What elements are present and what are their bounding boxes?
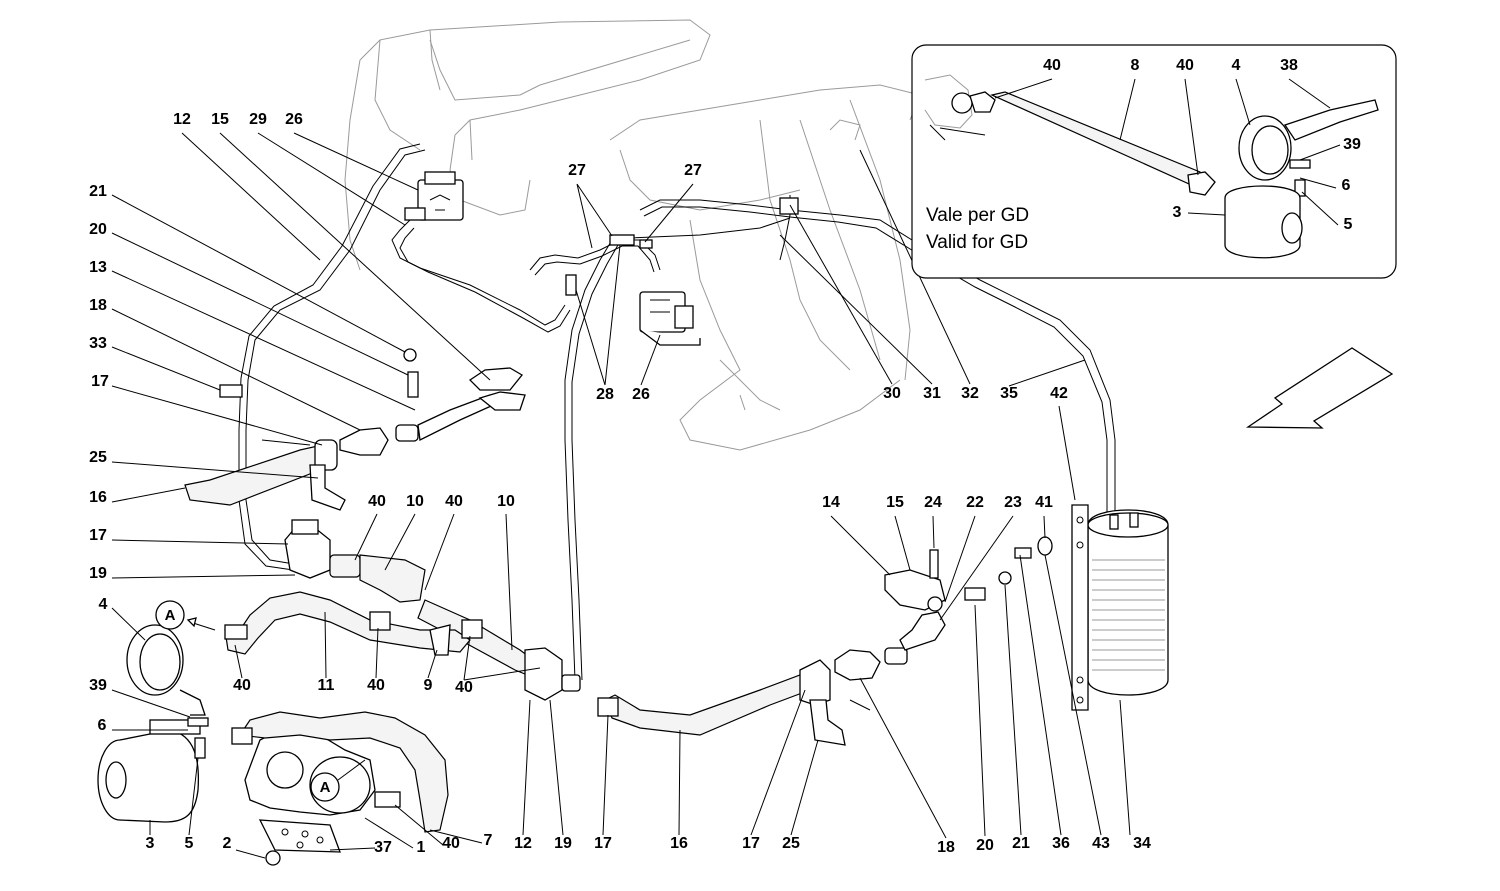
bracket-plates: [219, 348, 526, 411]
inset-note-italian: Vale per GD: [926, 205, 1029, 226]
callout-40: 40: [442, 835, 460, 852]
callout-40: 40: [1043, 57, 1061, 74]
callout-9: 9: [424, 677, 433, 694]
svg-text:A: A: [320, 779, 331, 796]
callout-18: 18: [937, 839, 955, 856]
callout-3: 3: [146, 835, 155, 852]
air-filter-canister-small: [97, 719, 201, 823]
callout-27: 27: [568, 162, 586, 179]
callout-31: 31: [923, 385, 941, 402]
callout-17: 17: [742, 835, 760, 852]
callout-20: 20: [976, 837, 994, 854]
callout-10: 10: [406, 493, 424, 510]
front-direction-arrow: [1245, 347, 1394, 429]
callout-42: 42: [1050, 385, 1068, 402]
callout-40: 40: [233, 677, 251, 694]
callout-17: 17: [594, 835, 612, 852]
callout-26: 26: [285, 111, 303, 128]
callout-12: 12: [173, 111, 191, 128]
callout-6: 6: [1342, 177, 1351, 194]
callout-20: 20: [89, 221, 107, 238]
callout-4: 4: [99, 596, 108, 613]
callout-2: 2: [223, 835, 232, 852]
callout-39: 39: [1343, 136, 1361, 153]
inset-note-english: Valid for GD: [926, 232, 1028, 253]
callout-22: 22: [966, 494, 984, 511]
callout-36: 36: [1052, 835, 1070, 852]
right-intake-pipe: [597, 611, 946, 746]
callout-19: 19: [89, 565, 107, 582]
callout-10: 10: [497, 493, 515, 510]
callout-11: 11: [318, 677, 335, 694]
callout-13: 13: [89, 259, 107, 276]
callout-12: 12: [514, 835, 532, 852]
callout-16: 16: [670, 835, 688, 852]
canister-purge-line: [224, 519, 581, 701]
solenoid-valve-upper: [404, 171, 464, 221]
callout-41: 41: [1035, 494, 1053, 511]
callout-21: 21: [89, 183, 107, 200]
callout-5: 5: [1344, 216, 1353, 233]
callout-8: 8: [1131, 57, 1140, 74]
intake-manifold-left: [344, 19, 711, 271]
callout-5: 5: [185, 835, 194, 852]
intake-manifold-right: [609, 84, 921, 451]
callout-37: 37: [374, 839, 392, 856]
callout-23: 23: [1004, 494, 1022, 511]
callout-29: 29: [249, 111, 267, 128]
callout-3: 3: [1173, 204, 1182, 221]
callout-6: 6: [98, 717, 107, 734]
callout-43: 43: [1092, 835, 1110, 852]
solenoid-valve-lower: [639, 291, 701, 346]
callout-39: 39: [89, 677, 107, 694]
callout-18: 18: [89, 297, 107, 314]
callout-40: 40: [367, 677, 385, 694]
callout-33: 33: [89, 335, 107, 352]
callout-35: 35: [1000, 385, 1018, 402]
svg-text:A: A: [165, 607, 176, 624]
callout-15: 15: [211, 111, 229, 128]
callout-40: 40: [1176, 57, 1194, 74]
callout-25: 25: [782, 835, 800, 852]
callout-24: 24: [924, 494, 942, 511]
callout-38: 38: [1280, 57, 1298, 74]
callout-15: 15: [886, 494, 904, 511]
filter-clamp: [126, 624, 209, 759]
callout-19: 19: [554, 835, 572, 852]
reference-marker-a-left: A: [155, 600, 216, 631]
gd-variant-inset: Vale per GD Valid for GD: [911, 44, 1397, 279]
right-bracket-plate: [884, 536, 1053, 612]
reference-marker-a-pump: A: [310, 759, 366, 802]
callout-27: 27: [684, 162, 702, 179]
leader-lines: [111, 132, 1131, 859]
callout-40: 40: [455, 679, 473, 696]
callout-17: 17: [89, 527, 107, 544]
callout-25: 25: [89, 449, 107, 466]
callout-40: 40: [445, 493, 463, 510]
callout-28: 28: [596, 386, 614, 403]
callout-1: 1: [417, 839, 426, 856]
intake-pipe-upper: [184, 394, 502, 511]
tee-fittings: [565, 197, 799, 296]
callout-40: 40: [368, 493, 386, 510]
callout-32: 32: [961, 385, 979, 402]
callout-17: 17: [91, 373, 109, 390]
callout-26: 26: [632, 386, 650, 403]
callout-14: 14: [822, 494, 840, 511]
callout-30: 30: [883, 385, 901, 402]
callout-7: 7: [484, 832, 493, 849]
charcoal-canister: [1071, 504, 1169, 711]
callout-16: 16: [89, 489, 107, 506]
callout-4: 4: [1232, 57, 1241, 74]
callout-34: 34: [1133, 835, 1151, 852]
callout-21: 21: [1012, 835, 1030, 852]
